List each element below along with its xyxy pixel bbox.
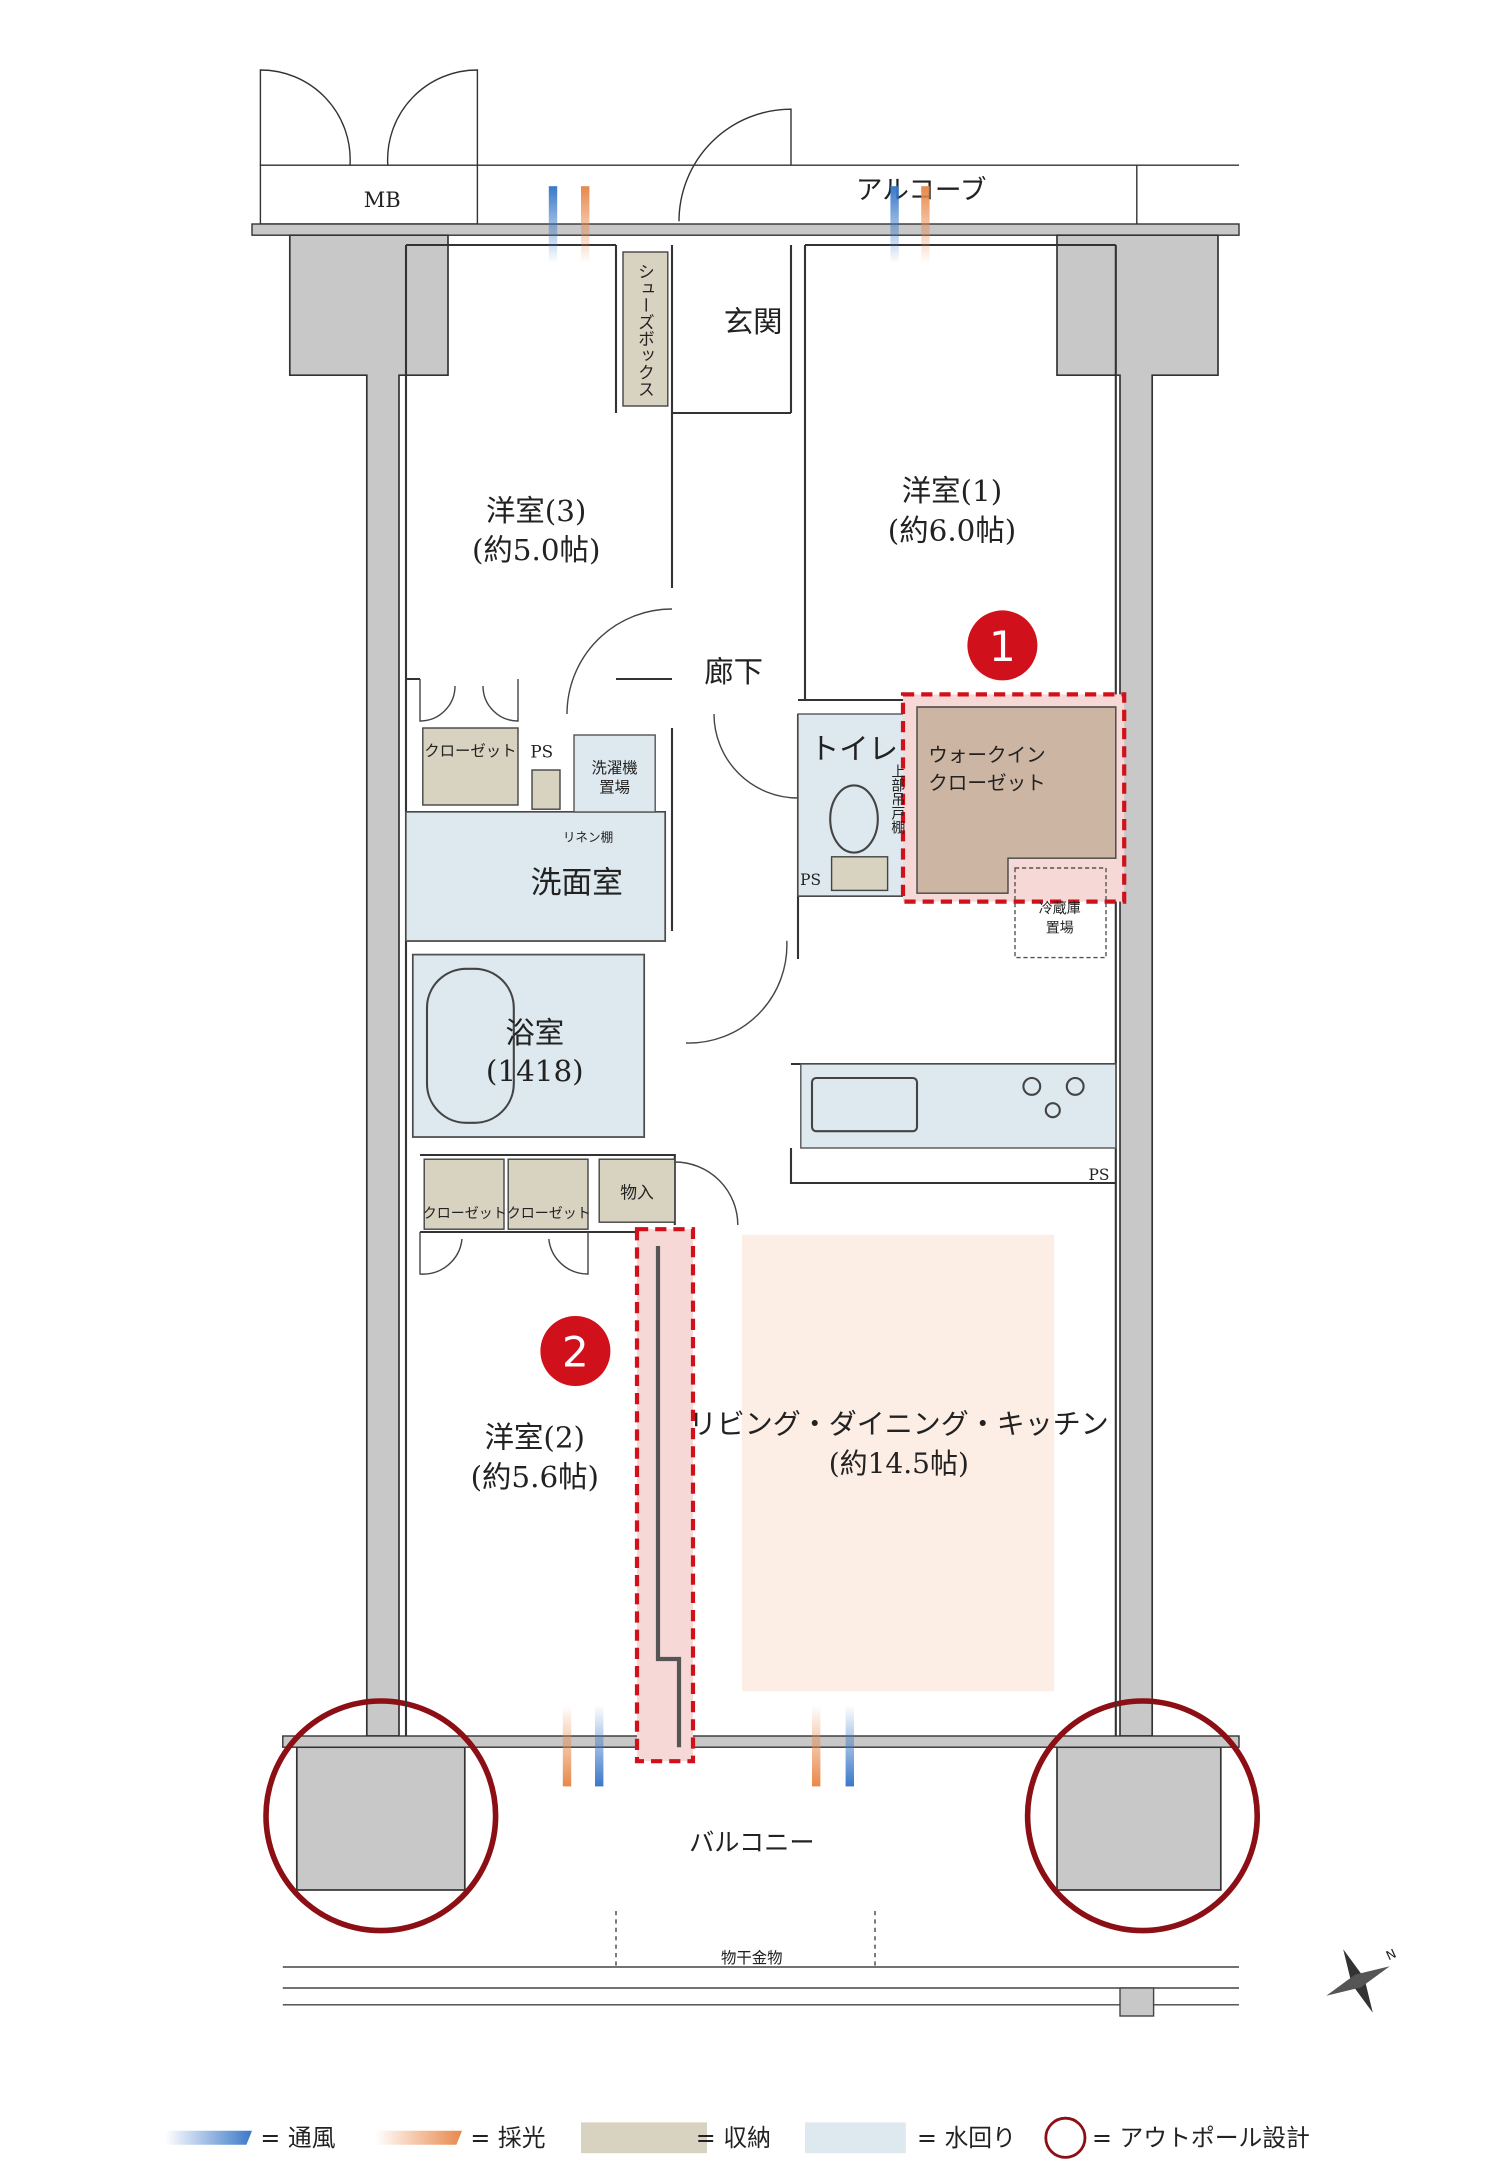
wic-floor <box>916 706 1117 894</box>
exterior-top <box>259 69 1239 225</box>
hallway-label: 廊下 <box>704 655 763 689</box>
ldk-name: リビング・ダイニング・キッチン <box>689 1408 1109 1441</box>
fridge-label-2: 置場 <box>1046 920 1074 936</box>
fridge-space <box>1014 867 1107 959</box>
bath-name: 浴室 <box>505 1016 564 1050</box>
outpole-circle-left <box>263 1698 499 1934</box>
room3-size: (約5.0帖) <box>472 533 600 567</box>
legend-outpole: = アウトポール設計 <box>1044 2116 1310 2159</box>
door-swings <box>419 608 799 1275</box>
mb-label: MB <box>364 188 401 212</box>
legend-ventilation: = 通風 <box>165 2124 336 2152</box>
svg-text:= 通風: = 通風 <box>260 2124 335 2152</box>
room2-name: 洋室(2) <box>485 1421 585 1455</box>
ps-label-toilet: PS <box>800 871 821 889</box>
svg-text:= アウトポール設計: = アウトポール設計 <box>1092 2124 1310 2152</box>
svg-text:= 採光: = 採光 <box>470 2124 545 2152</box>
movable-partition <box>655 1246 682 1748</box>
wic-label-1: ウォークイン <box>928 744 1046 767</box>
closet-label-2a: クローゼット <box>423 1206 507 1222</box>
bottom-wall <box>282 1735 1240 1748</box>
legend-daylight: = 採光 <box>375 2124 546 2152</box>
partition-dashed-outline <box>634 1227 696 1764</box>
washer-label-1: 洗濯機 <box>592 759 638 777</box>
svg-text:= 水回り: = 水回り <box>917 2124 1016 2152</box>
wic-label-2: クローゼット <box>928 772 1046 795</box>
top-wall <box>251 223 1240 236</box>
svg-text:1: 1 <box>989 622 1016 671</box>
svg-text:N: N <box>1384 1946 1399 1964</box>
washer-label-2: 置場 <box>599 778 630 796</box>
upper-cabinet-label: 上部吊戸棚 <box>889 764 905 834</box>
ldk-highlight <box>742 1234 1055 1692</box>
ventilation-arrows <box>548 186 930 1787</box>
balcony-label: バルコニー <box>689 1828 814 1857</box>
bath-size: (1418) <box>486 1054 584 1088</box>
ps-label-kitchen: PS <box>1089 1166 1110 1184</box>
svg-text:= 収納: = 収納 <box>696 2124 771 2152</box>
drying-hardware-label: 物干金物 <box>721 1949 783 1967</box>
storage-label: 物入 <box>620 1182 654 1202</box>
legend-wet-area: = 水回り <box>805 2122 1016 2154</box>
partition-highlight <box>637 1229 693 1762</box>
closet-label-2b: クローゼット <box>507 1206 591 1222</box>
toilet-label: トイレ <box>810 732 898 766</box>
balcony-rails <box>282 1910 1239 2017</box>
shoebox-label: シューズボックス <box>635 263 655 397</box>
room1-name: 洋室(1) <box>902 474 1002 508</box>
room3-name: 洋室(3) <box>486 494 586 528</box>
closet-label: クローゼット <box>424 742 516 760</box>
compass-icon: N <box>1326 1946 1399 2013</box>
linen-label: リネン棚 <box>563 829 613 844</box>
legend-storage: = 収納 <box>581 2122 771 2154</box>
fixtures <box>425 784 1085 1133</box>
wic-dashed-outline <box>900 692 1127 904</box>
legend: = 通風 = 採光 = 収納 = 水回り = アウトポール設計 <box>165 2116 1310 2159</box>
marker-1: 1 <box>967 610 1038 681</box>
room2-size: (約5.6帖) <box>471 1460 599 1494</box>
fridge-label-1: 冷蔵庫 <box>1039 900 1081 917</box>
svg-text:2: 2 <box>562 1327 589 1376</box>
outpole-circle-right <box>1024 1698 1260 1934</box>
washroom-label: 洗面室 <box>531 865 623 901</box>
room1-size: (約6.0帖) <box>888 513 1016 547</box>
ldk-size: (約14.5帖) <box>829 1447 969 1480</box>
ps-label: PS <box>530 741 553 761</box>
marker-2: 2 <box>540 1316 611 1386</box>
storage-areas <box>422 251 889 1230</box>
entrance-label: 玄関 <box>724 305 783 339</box>
wet-areas <box>405 713 1117 1149</box>
